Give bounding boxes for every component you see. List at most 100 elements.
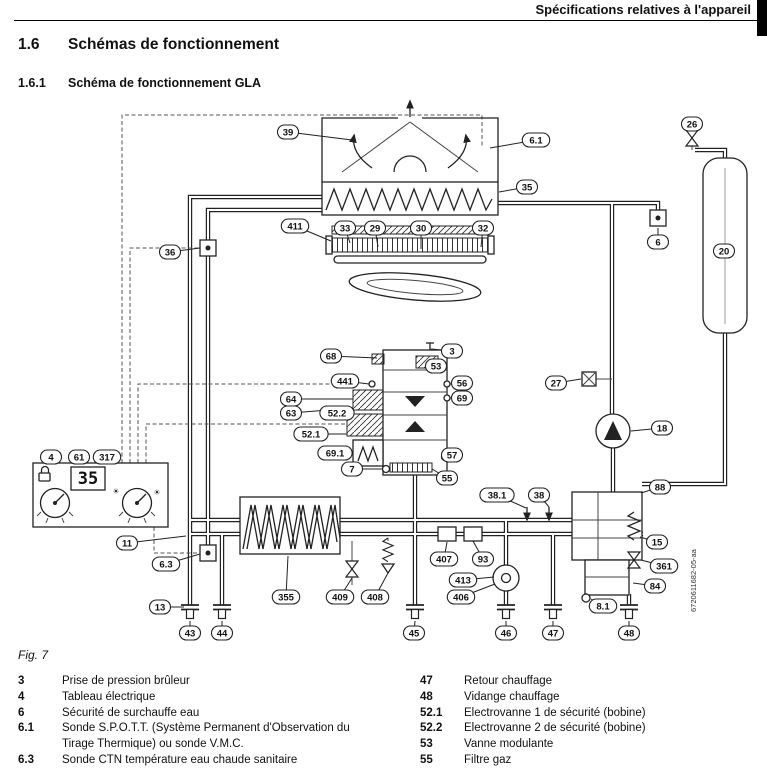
drawing-code: 6720611682-05-aa — [689, 548, 698, 612]
restrictor-1 — [437, 526, 457, 542]
sun-icon-small: ☀ — [112, 487, 119, 496]
svg-text:411: 411 — [287, 221, 303, 232]
left-dial[interactable] — [36, 487, 74, 524]
callout-69: 69 — [450, 390, 474, 406]
dhw-ntc-sensor — [199, 544, 217, 562]
svg-text:69.1: 69.1 — [326, 448, 345, 459]
gas-manifold — [348, 272, 482, 302]
drain-point — [581, 593, 591, 603]
callout-93: 93 — [471, 540, 495, 567]
callout-38.1: 38.1 — [479, 487, 527, 509]
header-rule — [14, 20, 767, 21]
callout-408: 408 — [360, 572, 390, 605]
callout-11: 11 — [115, 535, 187, 551]
svg-text:317: 317 — [99, 452, 115, 463]
legend-item: 52.1 Electrovanne 1 de sécurité (bobine) — [420, 706, 646, 719]
callout-48: 48 — [617, 621, 641, 641]
svg-text:36: 36 — [165, 247, 176, 258]
svg-text:30: 30 — [416, 223, 427, 234]
callout-52.1: 52.1 — [293, 426, 347, 442]
section-title: Schémas de fonctionnement — [68, 36, 280, 53]
figure-caption: Fig. 7 — [18, 648, 49, 662]
svg-text:4: 4 — [48, 452, 54, 463]
callout-69.1: 69.1 — [317, 445, 353, 461]
callout-56: 56 — [449, 375, 474, 391]
svg-text:55: 55 — [442, 473, 453, 484]
svg-text:52.1: 52.1 — [302, 429, 321, 440]
callout-407: 407 — [429, 541, 459, 567]
gauge-component — [581, 371, 612, 387]
burner — [325, 225, 495, 302]
callout-39: 39 — [276, 124, 353, 141]
callout-8.1: 8.1 — [588, 598, 618, 614]
temperature-display — [70, 466, 106, 491]
callout-27: 27 — [544, 375, 582, 391]
right-dial[interactable] — [118, 487, 156, 524]
svg-text:61: 61 — [74, 452, 85, 463]
callout-45: 45 — [402, 620, 426, 641]
svg-text:3: 3 — [449, 346, 454, 357]
callout-4: 4 — [39, 449, 63, 465]
display-value: 35 — [78, 469, 98, 489]
callout-355: 355 — [271, 555, 301, 605]
air-vent-valve — [685, 129, 699, 150]
solenoid-coil-1 — [352, 389, 384, 411]
callout-409: 409 — [325, 577, 355, 605]
legend-left-column: 3 Prise de pression brûleur 4 Tableau él… — [18, 674, 420, 769]
primary-heat-exchanger — [321, 181, 499, 216]
legend-item: 3 Prise de pression brûleur — [18, 675, 190, 687]
sun-icon-large: ☀ — [153, 488, 160, 497]
callout-35: 35 — [498, 179, 539, 195]
svg-text:88: 88 — [655, 482, 666, 493]
callout-6.1: 6.1 — [489, 132, 551, 149]
svg-text:46: 46 — [501, 628, 512, 639]
svg-text:6.3: 6.3 — [159, 559, 172, 570]
svg-text:20: 20 — [719, 246, 730, 257]
callout-26: 26 — [680, 116, 704, 132]
subsection-heading: 1.6.1 Schéma de fonctionnement GLA — [18, 76, 261, 90]
svg-text:43: 43 — [185, 628, 196, 639]
flow-ntc-sensor — [199, 239, 217, 257]
callout-361: 361 — [640, 558, 679, 574]
callout-406: 406 — [446, 583, 496, 605]
svg-text:57: 57 — [447, 450, 458, 461]
svg-text:409: 409 — [332, 592, 348, 603]
callout-88: 88 — [640, 479, 672, 495]
svg-text:69: 69 — [457, 393, 468, 404]
svg-text:52.2: 52.2 — [328, 408, 347, 419]
legend-item: 52.2 Electrovanne 2 de sécurité (bobine) — [420, 722, 646, 735]
svg-text:84: 84 — [650, 581, 661, 592]
air-flow-arrow-left — [349, 133, 373, 169]
hydraulic-block — [523, 491, 643, 603]
callout-57: 57 — [440, 447, 464, 463]
callout-13: 13 — [148, 599, 184, 615]
callout-47: 47 — [541, 621, 565, 641]
svg-text:11: 11 — [122, 538, 133, 549]
svg-text:6: 6 — [655, 237, 660, 248]
callout-6: 6 — [646, 228, 670, 250]
gas-filter — [389, 462, 433, 473]
svg-text:361: 361 — [656, 561, 673, 572]
svg-text:26: 26 — [687, 119, 698, 130]
svg-text:27: 27 — [551, 378, 562, 389]
solenoid-coil-2 — [346, 413, 384, 437]
electrical-wiring-dashed — [121, 114, 483, 554]
callout-3: 3 — [430, 343, 464, 359]
legend-item: 6 Sécurité de surchauffe eau — [18, 706, 200, 719]
legend-item: 53 Vanne modulante — [420, 738, 554, 751]
svg-text:45: 45 — [409, 628, 420, 639]
callout-46: 46 — [494, 621, 518, 641]
subsection-number: 1.6.1 — [18, 76, 46, 90]
safety-valve — [380, 563, 396, 575]
legend-item: 47 Retour chauffage — [420, 675, 553, 687]
svg-text:35: 35 — [522, 182, 533, 193]
air-flow-arrow-right — [447, 133, 471, 169]
page-corner-tab — [757, 0, 767, 36]
legend-right-column: 47 Retour chauffage 48 Vidange chauffage… — [420, 674, 646, 769]
svg-text:29: 29 — [370, 223, 381, 234]
callout-29: 29 — [363, 220, 387, 248]
page-header-title: Spécifications relatives à l'appareil — [535, 2, 751, 17]
overheat-safety-sensor — [649, 209, 667, 227]
callout-53: 53 — [424, 358, 448, 374]
callout-30: 30 — [409, 220, 433, 249]
